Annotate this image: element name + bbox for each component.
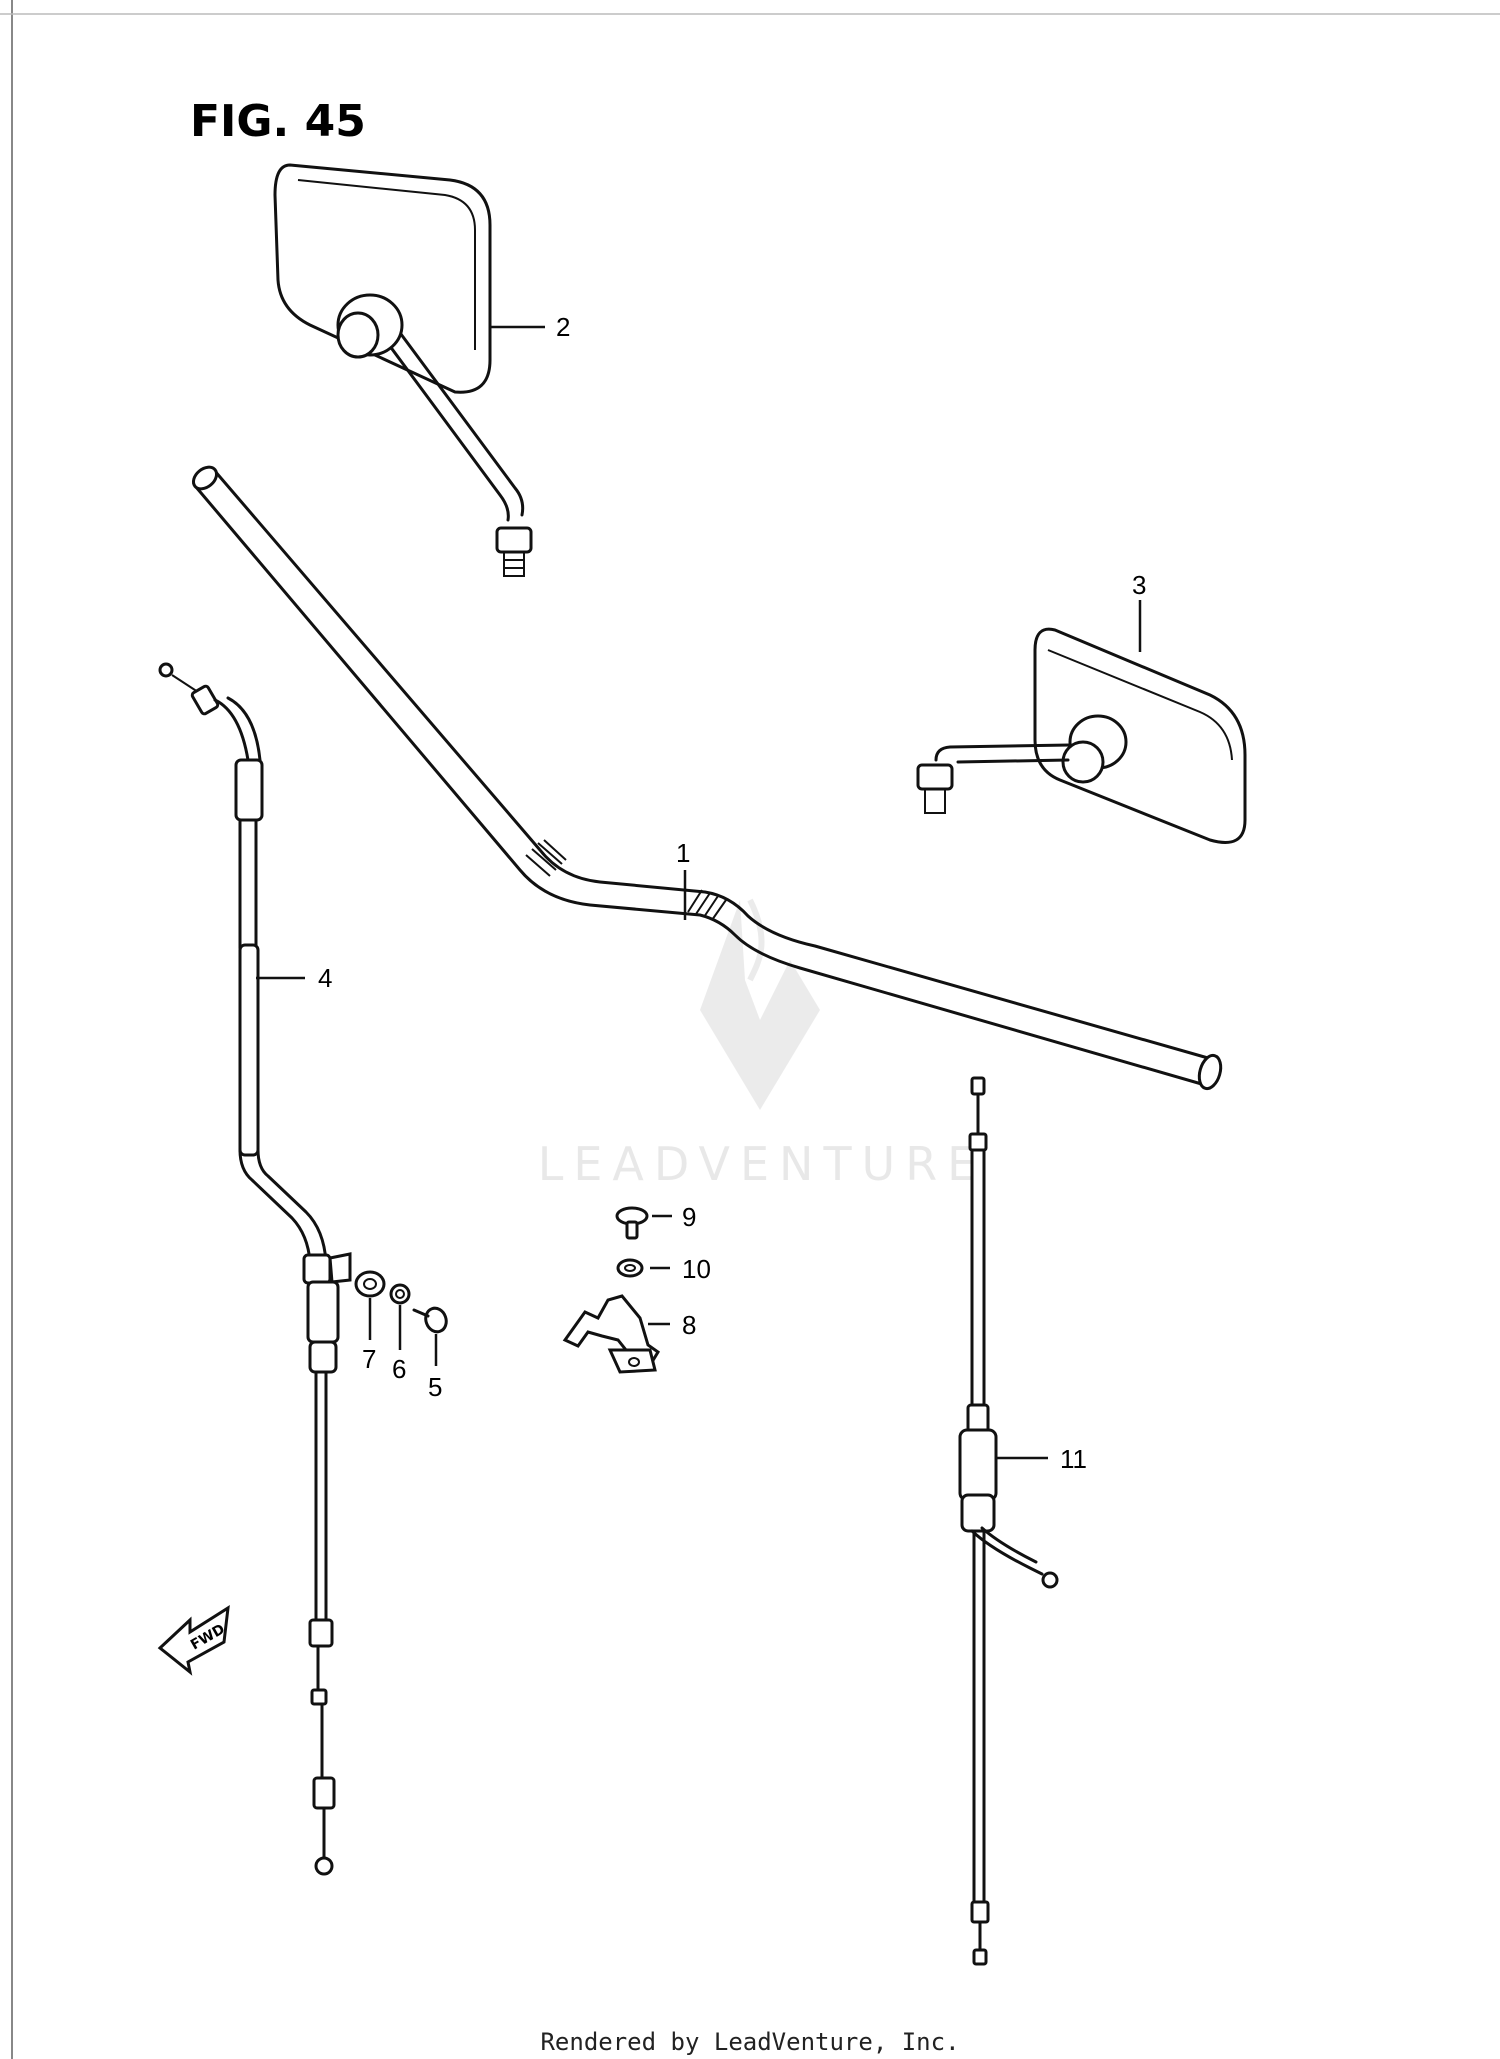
- callout-6: 6: [392, 1354, 406, 1384]
- watermark: LEADVENTURE: [538, 898, 987, 1191]
- watermark-text: LEADVENTURE: [538, 1137, 987, 1191]
- callout-9: 9: [682, 1202, 696, 1232]
- callout-8: 8: [682, 1310, 696, 1340]
- callout-4: 4: [318, 963, 332, 993]
- lock-washer-6: [389, 1283, 411, 1305]
- callout-10: 10: [682, 1254, 711, 1284]
- callout-5: 5: [428, 1372, 442, 1402]
- footer-credit: Rendered by LeadVenture, Inc.: [540, 2028, 960, 2056]
- knurl-band-2: [687, 889, 727, 921]
- callout-7: 7: [362, 1344, 376, 1374]
- callout-3: 3: [1132, 570, 1146, 600]
- nut-10: [616, 1258, 644, 1278]
- washer-7: [354, 1270, 386, 1298]
- fwd-arrow-icon: [157, 1605, 230, 1676]
- figure-title: FIG. 45: [190, 96, 366, 147]
- right-mirror: [916, 627, 1247, 844]
- left-mirror: [273, 163, 533, 577]
- watermark-flame-icon: [700, 900, 820, 1110]
- handlebar: [191, 465, 1223, 1091]
- screw-5: [412, 1306, 448, 1334]
- knurl-band-1: [525, 839, 567, 877]
- callout-2: 2: [556, 312, 570, 342]
- fwd-direction-badge: FWD: [157, 1605, 230, 1676]
- callout-1: 1: [676, 838, 690, 868]
- cable-11: [958, 1076, 1059, 1966]
- screw-9: [615, 1206, 649, 1240]
- throttle-cable: [158, 662, 352, 1876]
- callout-11: 11: [1060, 1444, 1087, 1474]
- clamp-8: [562, 1294, 661, 1374]
